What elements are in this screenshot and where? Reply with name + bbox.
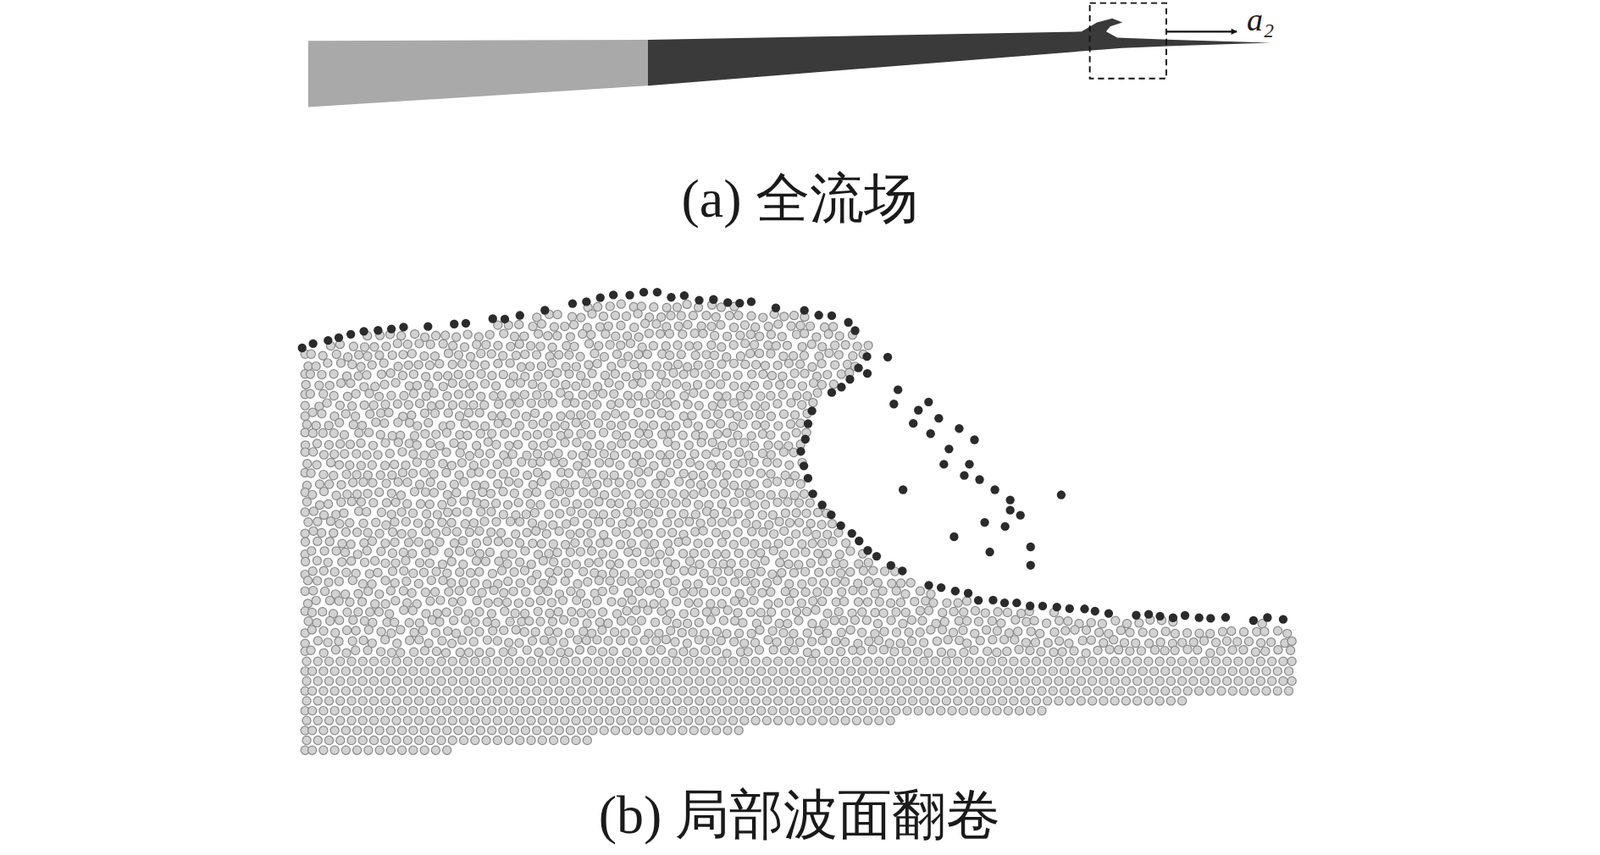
full-flow-field: [308, 3, 1271, 108]
symbol-label: a₂: [1246, 3, 1274, 36]
subfigure-caption: (a) 全流场: [680, 169, 918, 229]
subfigure-caption: (b) 局部波面翻卷: [598, 786, 1002, 846]
local-wave-overturning: [298, 287, 1297, 755]
